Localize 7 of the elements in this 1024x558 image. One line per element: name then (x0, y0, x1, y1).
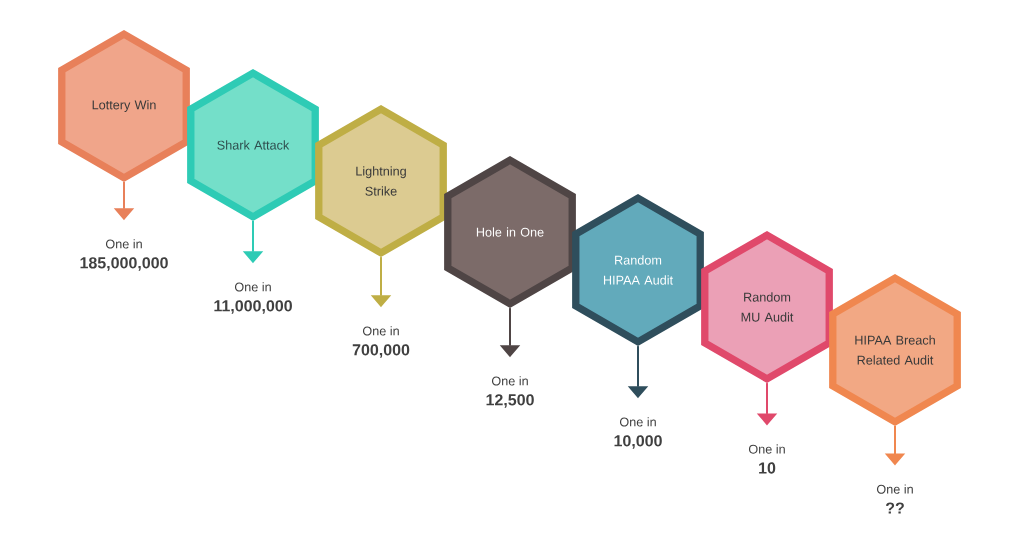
probability-text: One in 700,000 (352, 326, 410, 358)
probability-text: One in ?? (876, 484, 913, 514)
probability-text: One in 10,000 (614, 417, 662, 449)
probability-text: One in 10 (748, 444, 785, 474)
probability-text: One in 11,000,000 (214, 282, 292, 314)
probability-text: One in 12,500 (486, 376, 534, 408)
probability-text: One in 185,000,000 (80, 239, 168, 271)
